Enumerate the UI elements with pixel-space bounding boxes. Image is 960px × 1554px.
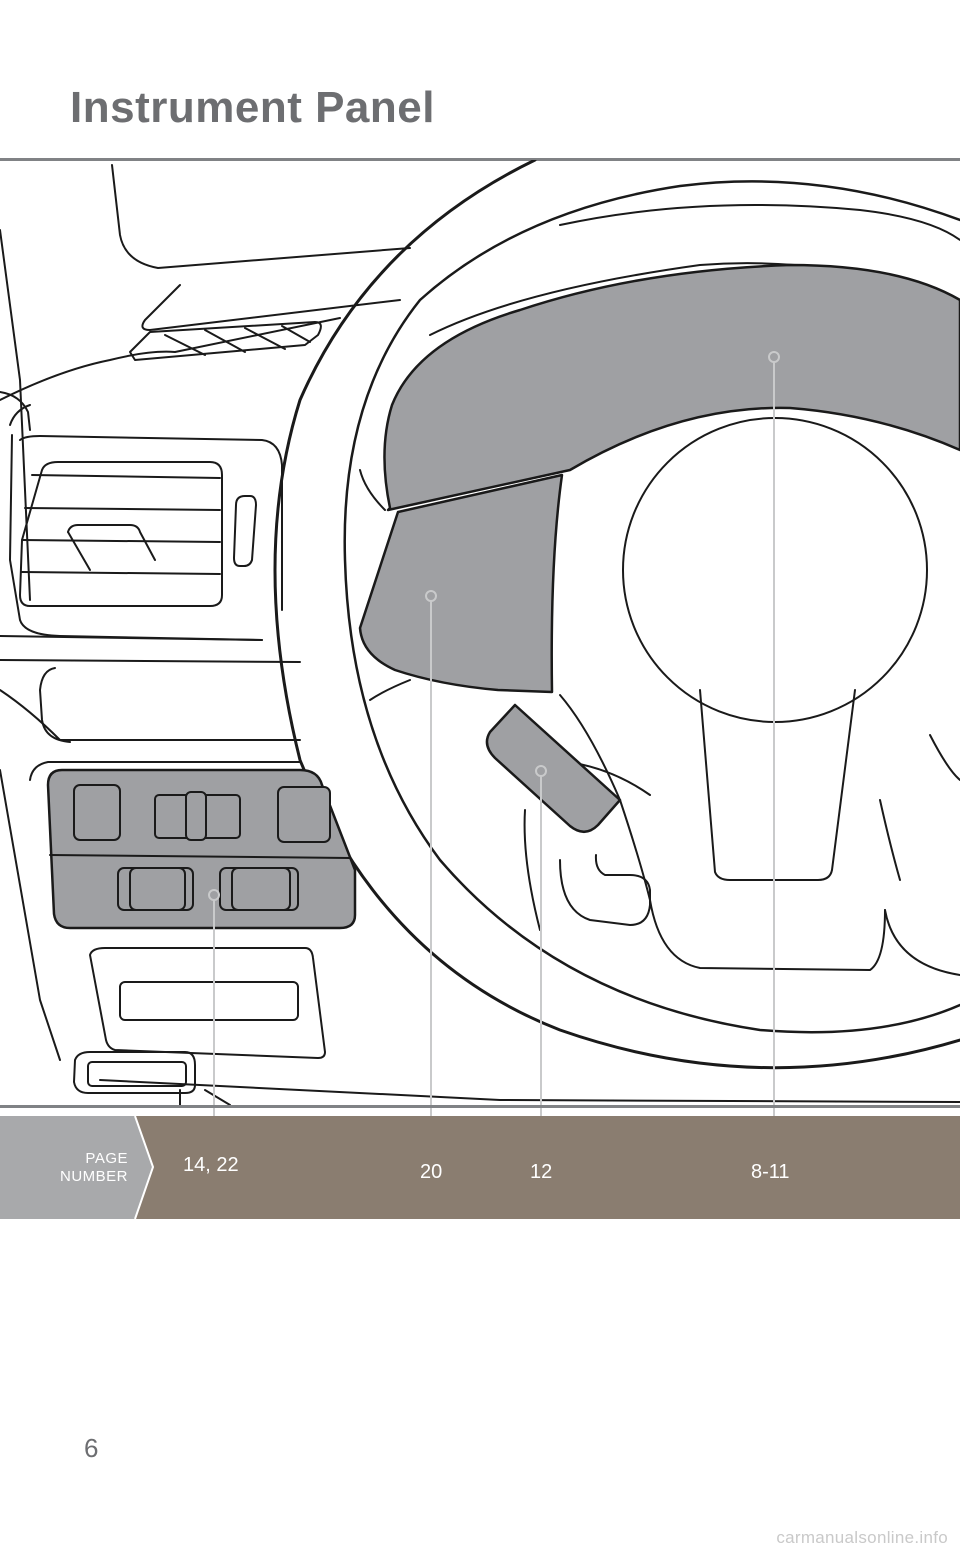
dashboard-outline	[0, 164, 960, 1105]
page-ref-combination-switch: 20	[420, 1161, 443, 1183]
callout-dot-wiper-lever	[535, 765, 547, 777]
callout-line-switch-panel	[213, 899, 215, 1149]
callout-line-combination-switch	[430, 600, 432, 1149]
title-divider	[0, 158, 960, 161]
watermark: carmanualsonline.info	[776, 1528, 948, 1547]
page-ref-wiper-lever: 12	[530, 1161, 553, 1183]
page-number-band	[0, 1116, 960, 1219]
callout-dot-instrument-cluster	[768, 351, 780, 363]
instrument-cluster	[383, 263, 960, 512]
callout-dot-combination-switch	[425, 590, 437, 602]
page-ref-instrument-cluster: 8-11	[751, 1161, 790, 1183]
lower-panel	[73, 947, 326, 1094]
instrument-panel-illustration	[0, 160, 960, 1105]
page-number: 6	[84, 1433, 99, 1463]
side-air-vent	[19, 461, 257, 607]
callout-line-instrument-cluster	[773, 361, 775, 1149]
callout-line-wiper-lever	[540, 775, 542, 1149]
page-ref-switch-panel: 14, 22	[183, 1154, 239, 1176]
combination-switch-lever	[358, 473, 564, 694]
page-number-label: PAGE NUMBER	[59, 1150, 128, 1185]
wiper-lever	[485, 703, 622, 833]
defroster-vent	[129, 321, 322, 361]
page-title: Instrument Panel	[70, 83, 435, 132]
band-divider	[0, 1105, 960, 1108]
switch-panel	[46, 768, 357, 930]
callout-dot-switch-panel	[208, 889, 220, 901]
